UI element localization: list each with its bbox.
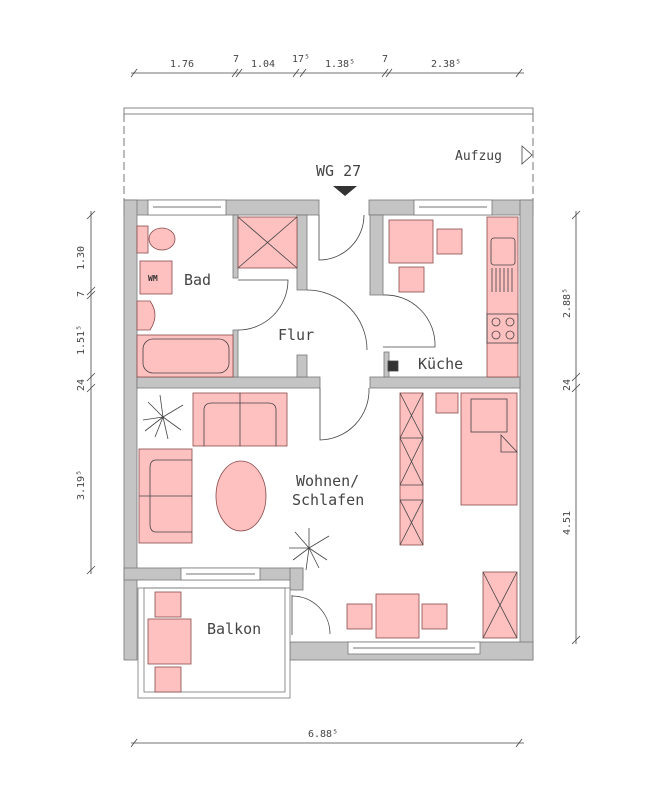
balcony-table xyxy=(147,618,192,665)
dim-left-2: 1.51⁵ xyxy=(76,325,87,355)
dim-top-0: 1.76 xyxy=(170,59,194,70)
sink xyxy=(136,300,156,331)
dim-top-6: 2.38⁵ xyxy=(431,59,461,70)
room-label-living-2: Schlafen xyxy=(292,491,364,509)
dim-top-4: 1.38⁵ xyxy=(325,59,355,70)
dim-top-2: 1.04 xyxy=(251,59,275,70)
cabinet xyxy=(399,392,424,546)
room-label-living-1: Wohnen/ xyxy=(296,472,359,490)
washer-label: WM xyxy=(148,274,158,283)
dim-left-4: 3.19⁵ xyxy=(76,470,87,500)
doors xyxy=(237,214,436,635)
dim-left-0: 1.30 xyxy=(76,246,87,270)
elevator-label: Aufzug xyxy=(455,149,502,164)
sink-icon xyxy=(490,237,516,266)
unit-label: WG 27 xyxy=(316,162,361,180)
window-kitchen xyxy=(413,199,493,216)
bath-fixtures: WM Bad Flur xyxy=(136,216,314,378)
right-dimension-chain: 2.88⁵ 24 4.51 xyxy=(562,210,581,645)
dim-top-3: 17⁵ xyxy=(292,54,310,65)
corridor: Aufzug WG 27 xyxy=(123,107,534,200)
room-label-balcony: Balkon xyxy=(207,620,261,638)
room-label-hall: Flur xyxy=(278,326,314,344)
balcony: Balkon xyxy=(137,587,291,699)
dim-left-1: 7 xyxy=(76,291,87,297)
dim-top-5: 7 xyxy=(382,54,388,65)
living-furniture: Wohnen/ Schlafen xyxy=(138,392,518,639)
dim-bottom: 6.88⁵ xyxy=(308,729,338,740)
washing-machine xyxy=(139,260,173,295)
plant-icon xyxy=(289,528,330,571)
dim-right-0: 2.88⁵ xyxy=(562,288,573,318)
walls xyxy=(123,199,534,661)
window-bath xyxy=(147,199,227,216)
bed xyxy=(460,392,518,506)
room-label-kitchen: Küche xyxy=(418,355,463,373)
shaft-icon xyxy=(387,360,399,372)
room-label-bath: Bad xyxy=(184,271,211,289)
stove-icon xyxy=(486,313,519,344)
kitchen-table xyxy=(388,219,434,264)
coffee-table xyxy=(215,460,267,532)
dim-left-3: 24 xyxy=(76,379,87,391)
top-dimension-chain: 1.76 7 1.04 17⁵ 1.38⁵ 7 2.38⁵ xyxy=(130,54,524,78)
kitchen-counter xyxy=(486,216,519,378)
elevator-arrow-icon xyxy=(521,145,533,165)
bottom-dimension: 6.88⁵ xyxy=(130,729,524,748)
toilet xyxy=(136,225,149,254)
bathtub xyxy=(136,334,234,378)
kitchen-fixtures: Küche xyxy=(388,216,519,378)
dining-table xyxy=(375,593,420,639)
dim-top-1: 7 xyxy=(233,54,239,65)
left-dimension-chain: 1.30 7 1.51⁵ 24 3.19⁵ xyxy=(76,210,96,575)
dim-right-1: 24 xyxy=(562,379,573,391)
dim-right-2: 4.51 xyxy=(562,511,573,535)
plant-icon xyxy=(142,394,184,440)
entrance-marker-icon xyxy=(333,186,357,196)
